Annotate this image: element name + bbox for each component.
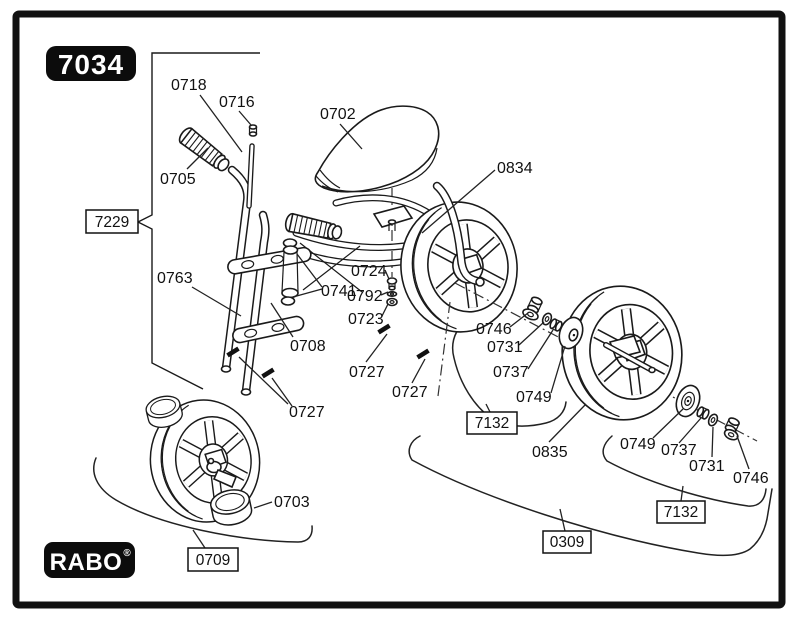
rod-and-pin [246, 124, 258, 209]
part-label-0716: 0716 [219, 94, 255, 111]
svg-text:7132: 7132 [664, 504, 698, 521]
seat-mount-plate [372, 205, 414, 231]
part-label-0702: 0702 [320, 106, 356, 123]
part-label-0749-b: 0749 [620, 436, 656, 453]
part-label-0792: 0792 [347, 288, 383, 305]
part-label-0834: 0834 [497, 160, 533, 177]
part-label-0741: 0741 [321, 283, 357, 300]
svg-text:7132: 7132 [475, 415, 509, 432]
box-label-7229: 7229 [85, 209, 139, 234]
brand-logo: RABO ® [44, 542, 135, 578]
page-border [12, 10, 786, 609]
axle-fitting-set-upper [522, 296, 584, 350]
svg-text:7229: 7229 [95, 214, 129, 231]
leader-lines [186, 94, 750, 549]
axle-fitting-set-lower [675, 384, 740, 441]
screws [226, 323, 430, 379]
part-label-0737-a: 0737 [493, 364, 529, 381]
part-label-0835: 0835 [532, 444, 568, 461]
box-label-0309: 0309 [542, 530, 592, 554]
box-label-0709: 0709 [187, 547, 239, 572]
registered-mark: ® [123, 548, 131, 559]
box-label-7132-left: 7132 [466, 411, 518, 435]
part-label-0705: 0705 [160, 171, 196, 188]
box-label-7132-right: 7132 [656, 500, 706, 524]
part-label-0703: 0703 [274, 494, 310, 511]
part-label-0749-a: 0749 [516, 389, 552, 406]
part-label-0731-a: 0731 [487, 339, 523, 356]
brand-name: RABO [50, 549, 123, 576]
part-label-0724: 0724 [351, 263, 387, 280]
seat [314, 105, 440, 193]
fork-and-handlebar [220, 165, 270, 396]
svg-text:0709: 0709 [196, 552, 230, 569]
part-label-0737-b: 0737 [661, 442, 697, 459]
seat-bolt-stack [386, 277, 398, 307]
front-wheel-group-outline [93, 457, 313, 543]
steering-bushing [280, 238, 299, 306]
figure-number: 7034 [58, 49, 124, 80]
left-grip [176, 124, 234, 176]
part-label-0746-b: 0746 [733, 470, 769, 487]
part-label-0718: 0718 [171, 77, 207, 94]
wheel-parts-group-outline-right [602, 435, 767, 507]
front-wheel-axle-bracket [206, 457, 238, 489]
part-label-0727-c: 0727 [392, 384, 428, 401]
part-label-0763: 0763 [157, 270, 193, 287]
part-label-0731-b: 0731 [689, 458, 725, 475]
svg-text:0309: 0309 [550, 534, 584, 551]
wheel-axis-line [437, 301, 451, 397]
part-label-0708: 0708 [290, 338, 326, 355]
axle-group-outline [408, 435, 773, 557]
part-label-0723: 0723 [348, 311, 384, 328]
right-wheel-axle [603, 335, 656, 374]
part-label-0727-a: 0727 [289, 404, 325, 421]
part-label-0746-a: 0746 [476, 321, 512, 338]
axle-bracket [432, 181, 485, 287]
part-label-0727-b: 0727 [349, 364, 385, 381]
figure-number-badge: 7034 [46, 46, 136, 81]
